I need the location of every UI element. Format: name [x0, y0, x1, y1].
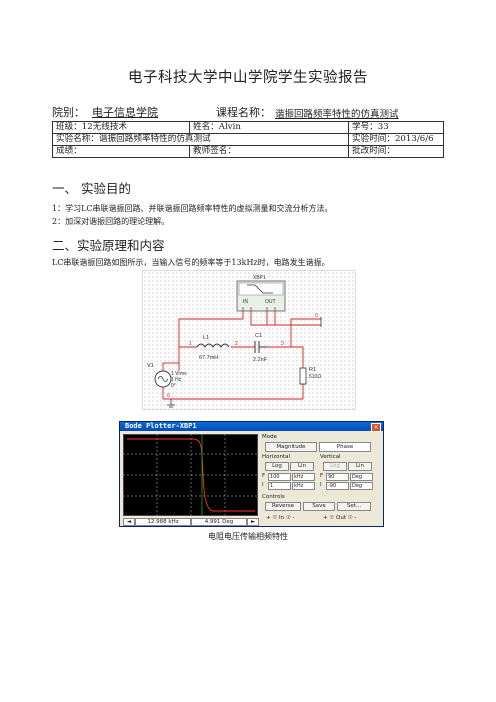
mode-label: Mode — [262, 434, 277, 440]
v-initial-unit[interactable]: Deg — [350, 482, 373, 490]
in-label: IN — [243, 299, 248, 305]
h-initial-unit[interactable]: kHz — [292, 482, 315, 490]
bode-plotter-window[interactable]: Bode Plotter-XBP1 ✕ ◄ 12.988 kHz 4.991 D… — [119, 421, 384, 527]
v-final-unit[interactable]: Deg — [350, 473, 373, 481]
info-table: 班级：12无线技术 姓名：Alvin 学号：33 实验名称：谐振回路频率特性的仿… — [52, 121, 444, 158]
r1-label: R1 — [309, 367, 316, 373]
close-button[interactable]: ✕ — [371, 423, 381, 432]
h-lin-button[interactable]: Lin — [290, 462, 314, 471]
review-date-cell: 批改时间： — [348, 145, 444, 158]
table-row: 成绩： 教师签名： 批改时间： — [52, 145, 444, 158]
out-label: OUT — [265, 299, 276, 305]
window-title: Bode Plotter-XBP1 — [125, 422, 197, 430]
frequency-readout: 12.988 kHz — [135, 518, 191, 526]
score-cell: 成绩： — [52, 145, 190, 158]
table-row: 班级：12无线技术 姓名：Alvin 学号：33 — [52, 121, 444, 134]
magnitude-button[interactable]: Magnitude — [265, 442, 317, 452]
bode-plotter-instrument[interactable] — [236, 280, 286, 312]
v1-phase: 0° — [171, 383, 176, 389]
circuit-wires — [163, 311, 321, 400]
h-final-unit[interactable]: kHz — [292, 473, 315, 481]
v-log-button[interactable]: Log — [323, 462, 347, 471]
horizontal-label: Horizontal — [262, 454, 291, 460]
course-label: 课程名称： — [216, 106, 271, 119]
teacher-cell: 教师签名： — [189, 145, 349, 158]
out-port[interactable]: + ☉ Out ☉ - — [323, 515, 357, 521]
experiment-cell: 实验名称：谐振回路频率特性的仿真测试 — [52, 133, 349, 146]
c1-value: 2.2nF — [253, 357, 268, 363]
section-1-item-2: 2：加深对谐振回路的理论理解。 — [52, 217, 170, 226]
in-port[interactable]: + ☉ In ☉ - — [266, 515, 295, 521]
c1-label: C1 — [255, 333, 262, 339]
vertical-label: Vertical — [320, 454, 341, 460]
node-0-label-bottom: 0 — [167, 393, 170, 399]
readout-bar: ◄ 12.988 kHz 4.991 Deg ► — [123, 517, 259, 526]
r1-value: 510Ω — [309, 374, 321, 380]
section-2-paragraph: LC串联谐振回路如图所示，当输入信号的频率等于13kHz时，电路发生谐振。 — [52, 258, 330, 267]
v1-label: V1 — [147, 363, 154, 369]
resistor-r1[interactable] — [299, 367, 307, 385]
phase-curve — [127, 438, 255, 512]
cursor-left-button[interactable]: ◄ — [123, 518, 135, 526]
plot-grid — [123, 434, 258, 516]
student-id-cell: 学号：33 — [348, 121, 444, 134]
phase-plot[interactable] — [123, 434, 258, 516]
section-1-heading: 一、 实验目的 — [52, 181, 131, 196]
node-1-label: 1 — [189, 341, 192, 347]
plot-border — [123, 434, 258, 516]
l1-label: L1 — [203, 335, 209, 341]
close-icon: ✕ — [373, 424, 379, 431]
h-initial-label: I — [262, 482, 264, 488]
name-cell: 姓名：Alvin — [189, 121, 349, 134]
dept-label: 院别： — [52, 106, 85, 119]
ground-symbol — [167, 317, 322, 408]
controls-label: Controls — [262, 494, 285, 500]
window-titlebar[interactable] — [120, 422, 383, 431]
v1-freq: 1 Hz — [171, 377, 182, 383]
xbp-label: XBP1 — [253, 275, 266, 281]
phase-button[interactable]: Phase — [319, 442, 371, 452]
circuit-svg: XBP1 IN OUT — [147, 275, 322, 408]
save-button[interactable]: Save — [303, 502, 335, 511]
dept-value: 电子信息学院 — [92, 106, 158, 119]
l1-value: 67.7mH — [199, 355, 218, 361]
v-lin-button[interactable]: Lin — [348, 462, 372, 471]
inductor-l1[interactable] — [196, 343, 230, 348]
v-initial-input[interactable]: -90 — [326, 482, 349, 490]
phase-readout: 4.991 Deg — [191, 518, 247, 526]
v-final-label: F — [320, 473, 324, 479]
capacitor-c1[interactable] — [254, 341, 267, 353]
h-log-button[interactable]: Log — [265, 462, 289, 471]
phase-plot-svg — [123, 434, 258, 516]
report-title: 电子科技大学中山学院学生实验报告 — [128, 70, 368, 86]
h-initial-input[interactable]: 1 — [268, 482, 291, 490]
node-0-label-top: 0 — [315, 313, 318, 319]
section-2-heading: 二、实验原理和内容 — [52, 238, 165, 253]
date-cell: 实验时间：2013/6/6 — [348, 133, 444, 146]
cursor-right-button[interactable]: ► — [247, 518, 259, 526]
class-cell: 班级：12无线技术 — [52, 121, 190, 134]
node-2-label: 2 — [235, 341, 238, 347]
v1-vrms: 1 Vrms — [171, 371, 187, 377]
v-final-input[interactable]: 90 — [326, 473, 349, 481]
v-initial-label: I — [320, 482, 322, 488]
h-final-label: F — [262, 473, 266, 479]
table-row: 实验名称：谐振回路频率特性的仿真测试 实验时间：2013/6/6 — [52, 133, 444, 146]
reverse-button[interactable]: Reverse — [265, 502, 301, 511]
section-1-item-1: 1：学习LC串联谐振回路、并联谐振回路频率特性的虚拟测量和交流分析方法。 — [52, 204, 333, 213]
node-3-label: 3 — [281, 341, 284, 347]
circuit-schematic: XBP1 IN OUT — [142, 270, 356, 410]
ac-source-v1[interactable] — [154, 362, 179, 399]
h-final-input[interactable]: 100 — [268, 473, 291, 481]
course-value: 谐振回路频率特性的仿真测试 — [275, 109, 399, 120]
set-button[interactable]: Set... — [337, 502, 371, 511]
figure-caption: 电阻电压传输相频特性 — [208, 532, 288, 541]
